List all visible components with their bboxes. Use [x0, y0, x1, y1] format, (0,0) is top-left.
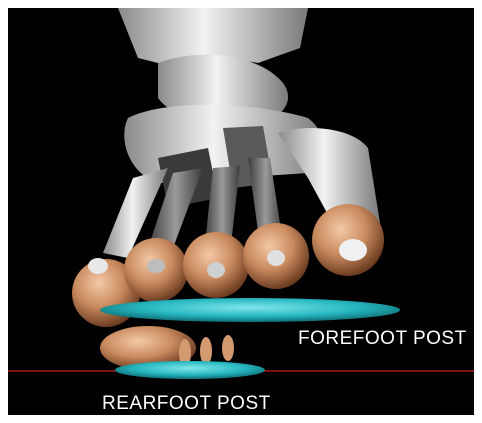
- forefoot-post-wedge: [100, 298, 400, 322]
- foot-skeleton-render: [8, 8, 474, 415]
- rearfoot-post-label: REARFOOT POST: [102, 393, 271, 415]
- render-viewport: FOREFOOT POST REARFOOT POST: [8, 8, 474, 415]
- forefoot-post-label: FOREFOOT POST: [298, 328, 467, 350]
- rearfoot-post-wedge: [115, 361, 265, 379]
